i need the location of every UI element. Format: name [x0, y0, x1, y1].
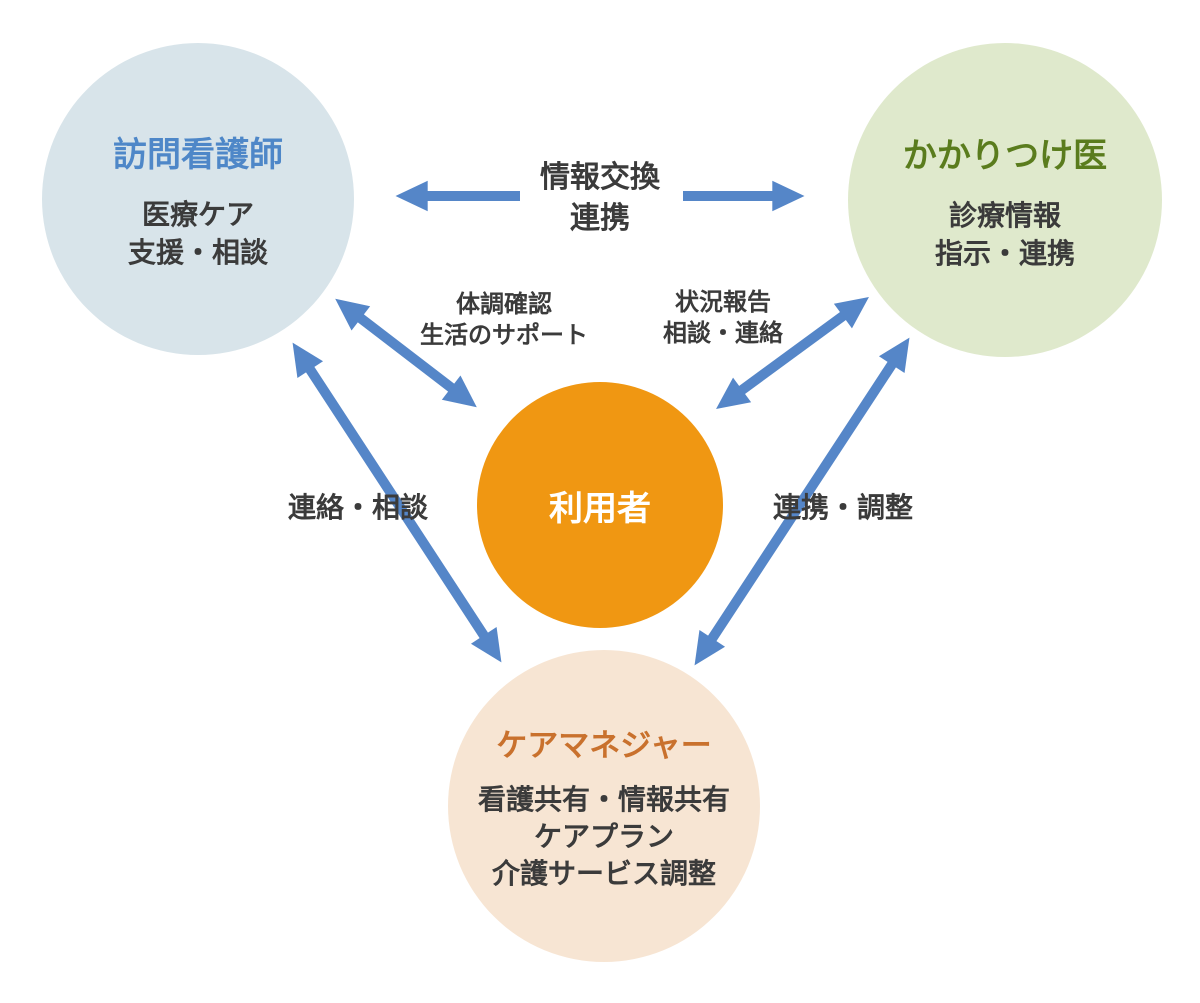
- node-user-title: 利用者: [549, 488, 651, 529]
- node-visiting-nurse-line: 支援・相談: [127, 235, 268, 269]
- label-user-doctor-line: 相談・連絡: [663, 319, 783, 347]
- node-care-manager-line: 看護共有・情報共有: [477, 783, 730, 816]
- label-user-doctor-line: 状況報告: [675, 288, 771, 316]
- label-nurse-doctor-line: 連携: [570, 201, 630, 236]
- label-doctor-caremanager: 連携・調整: [772, 491, 914, 524]
- label-nurse-user-line: 体調確認: [456, 290, 552, 318]
- node-care-manager: ケアマネジャー 看護共有・情報共有 ケアプラン 介護サービス調整: [448, 650, 760, 962]
- label-nurse-caremanager: 連絡・相談: [287, 491, 429, 524]
- label-user-doctor: 状況報告 相談・連絡: [663, 287, 783, 349]
- label-nurse-doctor: 情報交換 連携: [540, 157, 660, 239]
- arrow-nurse-caremanager-icon: [292, 342, 502, 663]
- label-nurse-doctor-line: 情報交換: [540, 160, 660, 195]
- node-family-doctor-title: かかりつけ医: [902, 135, 1108, 176]
- node-user: 利用者: [477, 382, 723, 628]
- node-family-doctor-line: 診療情報: [948, 198, 1061, 232]
- node-care-manager-title: ケアマネジャー: [496, 728, 712, 764]
- node-visiting-nurse-title: 訪問看護師: [113, 134, 283, 175]
- label-nurse-user-line: 生活のサポート: [420, 321, 588, 349]
- node-family-doctor-line: 指示・連携: [934, 236, 1075, 270]
- label-nurse-user: 体調確認 生活のサポート: [420, 289, 588, 351]
- node-visiting-nurse: 訪問看護師 医療ケア 支援・相談: [42, 43, 354, 355]
- node-family-doctor: かかりつけ医 診療情報 指示・連携: [848, 43, 1162, 357]
- node-care-manager-line: ケアプラン: [533, 820, 674, 853]
- node-visiting-nurse-line: 医療ケア: [141, 197, 254, 231]
- arrow-doctor-caremanager-icon: [694, 337, 910, 666]
- node-care-manager-line: 介護サービス調整: [491, 857, 716, 890]
